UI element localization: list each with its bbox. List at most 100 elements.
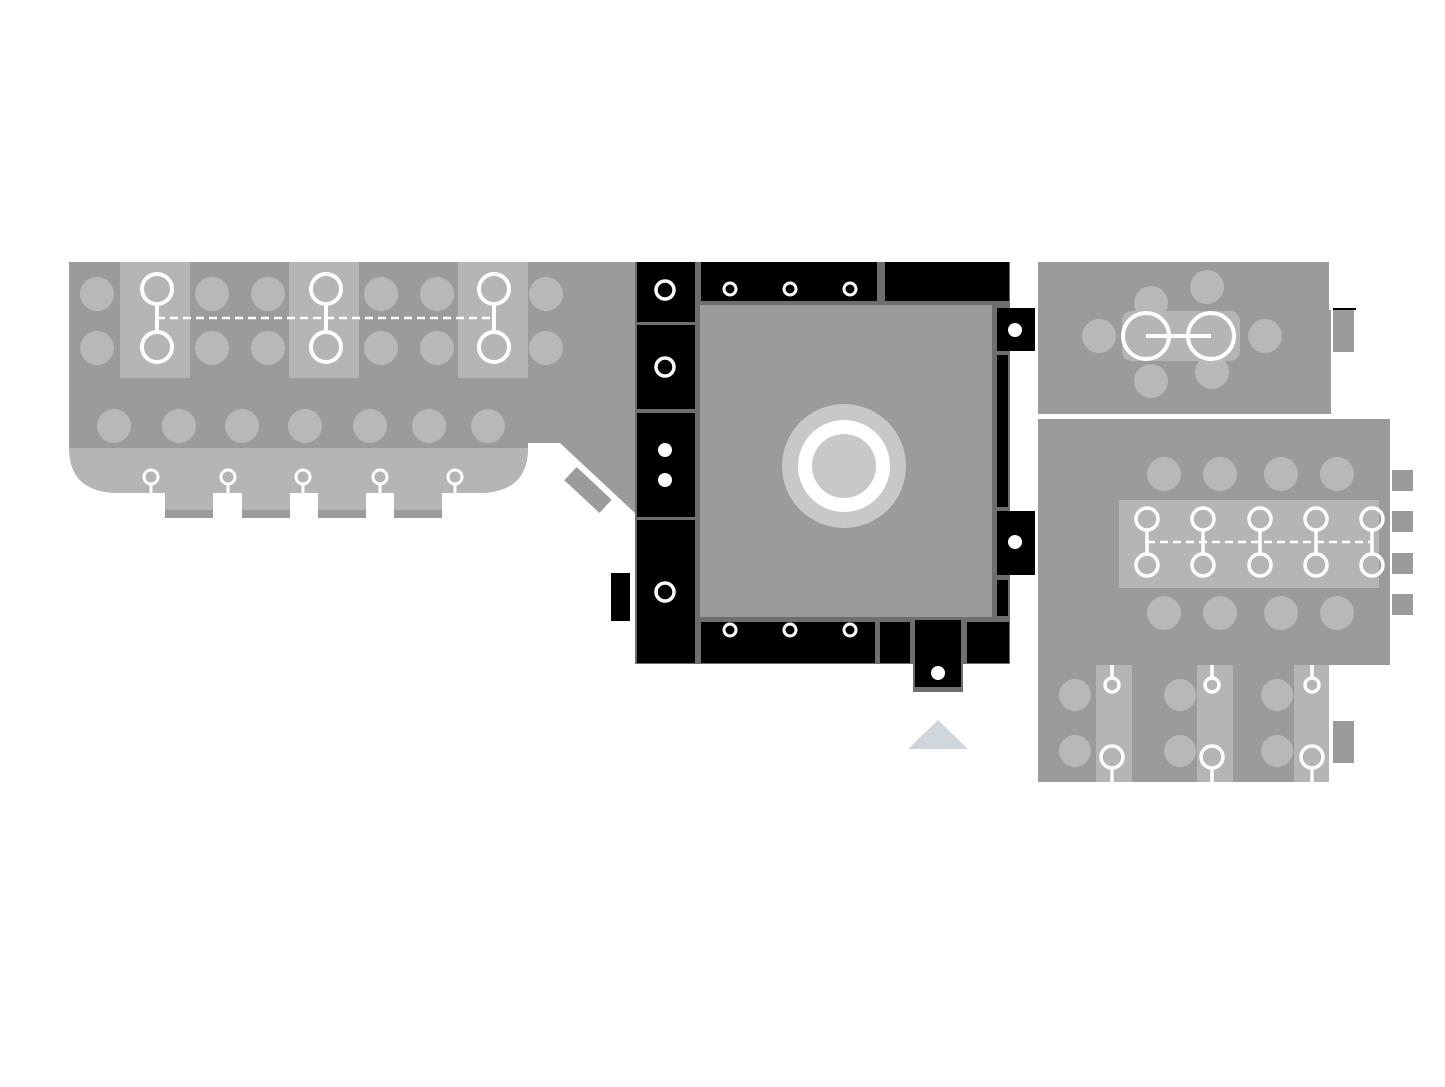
booth[interactable]: [637, 325, 695, 409]
counter-notch-fill: [318, 493, 366, 510]
power-outlet-icon: [722, 622, 738, 638]
west-seats-row: [97, 409, 505, 443]
meeting-room-edge: [1329, 310, 1331, 414]
power-outlet-icon: [140, 330, 174, 364]
seat[interactable]: [1059, 735, 1091, 767]
seat[interactable]: [1261, 735, 1293, 767]
booth[interactable]: [637, 520, 695, 663]
seat[interactable]: [1195, 355, 1229, 389]
wall-cabinet: [1333, 721, 1354, 763]
power-outlets: [140, 272, 511, 364]
seat[interactable]: [1320, 596, 1354, 630]
seat[interactable]: [251, 277, 285, 311]
seat[interactable]: [364, 277, 398, 311]
zone-west-workspace: [69, 262, 637, 518]
power-outlet-icon: [842, 622, 858, 638]
south-east-outlets: [1099, 665, 1325, 782]
booth-wall: [997, 580, 1008, 616]
booth-dot-icon: [658, 443, 672, 457]
seat[interactable]: [1147, 596, 1181, 630]
power-outlet-icon: [140, 272, 174, 306]
wall-box: [1392, 511, 1413, 532]
zone-east-workspace: [1038, 419, 1413, 782]
triangle-up-icon[interactable]: [908, 720, 968, 749]
power-outlet-icon: [477, 330, 511, 364]
counter-outlets: [142, 468, 464, 493]
seat[interactable]: [1082, 319, 1116, 353]
booth-dots: [658, 323, 1022, 680]
seat[interactable]: [1261, 679, 1293, 711]
wall-box: [1392, 594, 1413, 615]
wall-cabinet-edge: [1333, 308, 1356, 310]
power-outlet-icon: [309, 330, 343, 364]
wall-cabinet: [1333, 310, 1354, 352]
seat[interactable]: [471, 409, 505, 443]
counter-notch-fill: [242, 493, 290, 510]
seat[interactable]: [1190, 270, 1224, 304]
seat[interactable]: [288, 409, 322, 443]
seat[interactable]: [1059, 679, 1091, 711]
small-side-table[interactable]: [564, 467, 612, 513]
seat[interactable]: [195, 331, 229, 365]
seat[interactable]: [353, 409, 387, 443]
seat[interactable]: [162, 409, 196, 443]
booth-dot-icon: [1008, 323, 1022, 337]
booth-dot-icon: [658, 473, 672, 487]
seat[interactable]: [420, 331, 454, 365]
booth[interactable]: [885, 262, 1009, 301]
booth-dot-icon: [931, 666, 945, 680]
center-core: [812, 434, 876, 498]
power-outlet-icon: [654, 356, 676, 378]
seat[interactable]: [1248, 319, 1282, 353]
seat[interactable]: [1134, 364, 1168, 398]
seat[interactable]: [1203, 457, 1237, 491]
wall-box: [1392, 553, 1413, 574]
seat[interactable]: [97, 409, 131, 443]
seat[interactable]: [529, 277, 563, 311]
seat[interactable]: [80, 277, 114, 311]
booth[interactable]: [880, 622, 910, 663]
booth[interactable]: [967, 622, 1009, 663]
west-seats-grid: [80, 277, 563, 365]
booth[interactable]: [701, 622, 875, 663]
power-outlet-icon: [654, 581, 676, 603]
seat[interactable]: [1264, 596, 1298, 630]
south-east-seats: [1059, 679, 1293, 767]
power-outlet-icon: [722, 281, 738, 297]
seat[interactable]: [80, 331, 114, 365]
power-outlet-icon: [782, 622, 798, 638]
seat[interactable]: [1164, 735, 1196, 767]
zone-meeting-room: [1038, 262, 1356, 414]
seat[interactable]: [364, 331, 398, 365]
seat[interactable]: [529, 331, 563, 365]
counter-notch-fill: [165, 493, 213, 510]
booth-outlets: [654, 279, 858, 638]
power-outlet-icon: [309, 272, 343, 306]
power-outlet-icon: [654, 279, 676, 301]
zone-central-booths: [611, 262, 1035, 749]
desk[interactable]: [1096, 665, 1132, 782]
booth-dot-icon: [1008, 535, 1022, 549]
side-panel: [611, 573, 630, 621]
wall-box: [1392, 470, 1413, 491]
seat[interactable]: [1164, 679, 1196, 711]
seat[interactable]: [1320, 457, 1354, 491]
meeting-outlets: [1121, 311, 1236, 361]
booth[interactable]: [637, 413, 695, 517]
seat[interactable]: [412, 409, 446, 443]
seat[interactable]: [1147, 457, 1181, 491]
booth-wall: [997, 355, 1008, 507]
power-outlet-icon: [842, 281, 858, 297]
seat[interactable]: [1203, 596, 1237, 630]
seat[interactable]: [225, 409, 259, 443]
seat[interactable]: [1264, 457, 1298, 491]
booth[interactable]: [637, 262, 695, 322]
desk[interactable]: [1294, 665, 1329, 782]
east-seats: [1147, 457, 1354, 630]
seat[interactable]: [195, 277, 229, 311]
seat[interactable]: [251, 331, 285, 365]
seat[interactable]: [420, 277, 454, 311]
power-outlet-icon: [782, 281, 798, 297]
